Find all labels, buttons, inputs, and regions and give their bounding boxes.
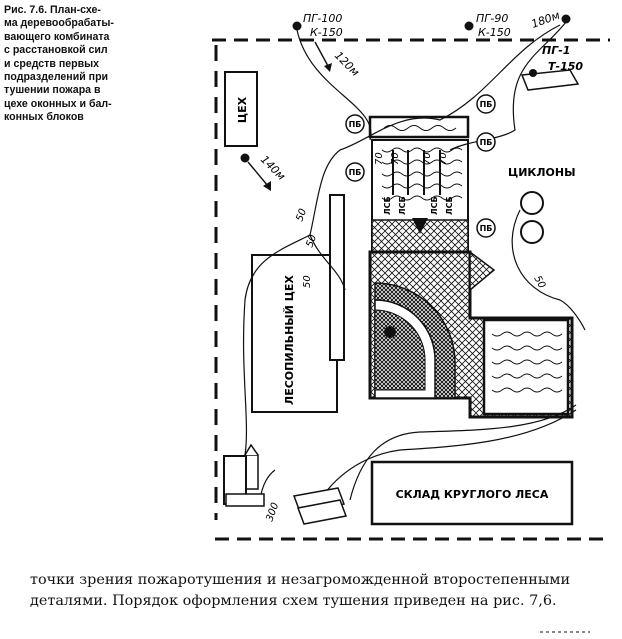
pb-marker: ПБ bbox=[476, 94, 496, 114]
distance-label: 50 bbox=[294, 207, 309, 223]
pb-marker: ПБ bbox=[345, 162, 365, 182]
distance-120: 120м bbox=[314, 41, 362, 79]
hydrant-box bbox=[223, 455, 265, 507]
pb-label: ПБ bbox=[349, 120, 362, 129]
building-tsekh: ЦЕХ bbox=[224, 71, 258, 147]
caption-line: подразделений при bbox=[4, 71, 109, 84]
fire-truck-top bbox=[520, 69, 580, 91]
hydrant-bottom-label: К-150 bbox=[478, 26, 511, 39]
caption-line: Рис. 7.6. План-схе- bbox=[4, 4, 101, 16]
hydrant-bottom-label: Т-150 bbox=[548, 60, 583, 73]
hose-lines bbox=[242, 21, 586, 501]
figure-caption: Рис. 7.6. План-схе- ма деревообрабаты- в… bbox=[4, 4, 180, 125]
caption-line: с расстановкой сил bbox=[4, 44, 108, 57]
distance-label: 70 bbox=[422, 152, 433, 165]
distance-180: 180м bbox=[530, 9, 562, 31]
fire-truck-left bbox=[244, 443, 259, 490]
pb-label: ПБ bbox=[349, 168, 362, 177]
hydrant-pg90: ПГ-90 К-150 bbox=[464, 12, 511, 39]
body-text-line: деталями. Порядок оформления схем тушени… bbox=[30, 593, 557, 609]
nozzle-label: ЛСБ bbox=[398, 196, 407, 215]
caption-line: цехе оконных и бал- bbox=[4, 97, 112, 110]
caption-line: ма деревообрабаты- bbox=[4, 17, 114, 30]
caption-line: и средств первых bbox=[4, 57, 100, 70]
body-text: точки зрения пожаротушения и незагроможд… bbox=[30, 570, 616, 612]
fire-truck-bottom bbox=[292, 487, 348, 525]
nozzle-label: ЛСБ bbox=[430, 196, 439, 215]
pb-label: ПБ bbox=[480, 100, 493, 109]
distance-label: 120м bbox=[332, 49, 362, 79]
distance-label: 70 bbox=[390, 152, 401, 165]
fire-plan-diagram: ПГ-100 К-150 ПГ-90 К-150 ПГ-1 Т-150 180м… bbox=[212, 9, 610, 541]
building-label: ЦИКЛОНЫ bbox=[508, 166, 576, 179]
distance-label: 50 bbox=[304, 233, 319, 249]
pb-marker: ПБ bbox=[345, 114, 365, 134]
caption-line: вающего комбината bbox=[4, 30, 110, 43]
distance-label: 50 bbox=[531, 274, 547, 291]
building-label: ЦЕХ bbox=[236, 96, 249, 123]
conveyor bbox=[329, 194, 345, 361]
hydrant-pg100: ПГ-100 К-150 bbox=[292, 12, 343, 39]
building-sawmill: ЛЕСОПИЛЬНЫЙ ЦЕХ bbox=[251, 254, 338, 413]
page-edge-mark bbox=[540, 631, 590, 633]
distance-label: 70 bbox=[438, 152, 449, 165]
distance-label: 50 bbox=[302, 275, 313, 288]
distance-label: 180м bbox=[530, 9, 562, 31]
building-log-yard: СКЛАД КРУГЛОГО ЛЕСА bbox=[370, 460, 574, 526]
pb-marker: ПБ bbox=[476, 132, 496, 152]
hydrant-bottom-label: К-150 bbox=[310, 26, 343, 39]
pb-markers: ПБ ПБ ПБ ПБ ПБ bbox=[345, 94, 496, 238]
distance-140: 140м bbox=[240, 153, 288, 191]
hydrant-top-label: ПГ-90 bbox=[476, 12, 508, 25]
pb-marker: ПБ bbox=[476, 218, 496, 238]
hydrant-pg1: ПГ-1 Т-150 bbox=[542, 14, 583, 73]
pb-label: ПБ bbox=[480, 224, 493, 233]
hydrant-top-label: ПГ-1 bbox=[542, 44, 570, 57]
building-label: ЛЕСОПИЛЬНЫЙ ЦЕХ bbox=[283, 275, 296, 405]
cyclones: ЦИКЛОНЫ bbox=[508, 166, 576, 244]
body-text-line: точки зрения пожаротушения и незагроможд… bbox=[30, 572, 571, 588]
caption-line: конных блоков bbox=[4, 111, 84, 124]
pb-label: ПБ bbox=[480, 138, 493, 147]
nozzle-label: ЛСБ bbox=[383, 196, 392, 215]
hydrant-top-label: ПГ-100 bbox=[303, 12, 342, 25]
distance-label: 300 bbox=[264, 501, 281, 523]
caption-line: тушении пожара в bbox=[4, 84, 101, 97]
building-window-shop bbox=[368, 115, 574, 419]
nozzle-labels: ЛСБ ЛСБ ЛСБ ЛСБ bbox=[383, 196, 454, 215]
nozzle-label: ЛСБ bbox=[445, 196, 454, 215]
building-label: СКЛАД КРУГЛОГО ЛЕСА bbox=[396, 488, 549, 501]
distance-label: 70 bbox=[374, 152, 385, 165]
